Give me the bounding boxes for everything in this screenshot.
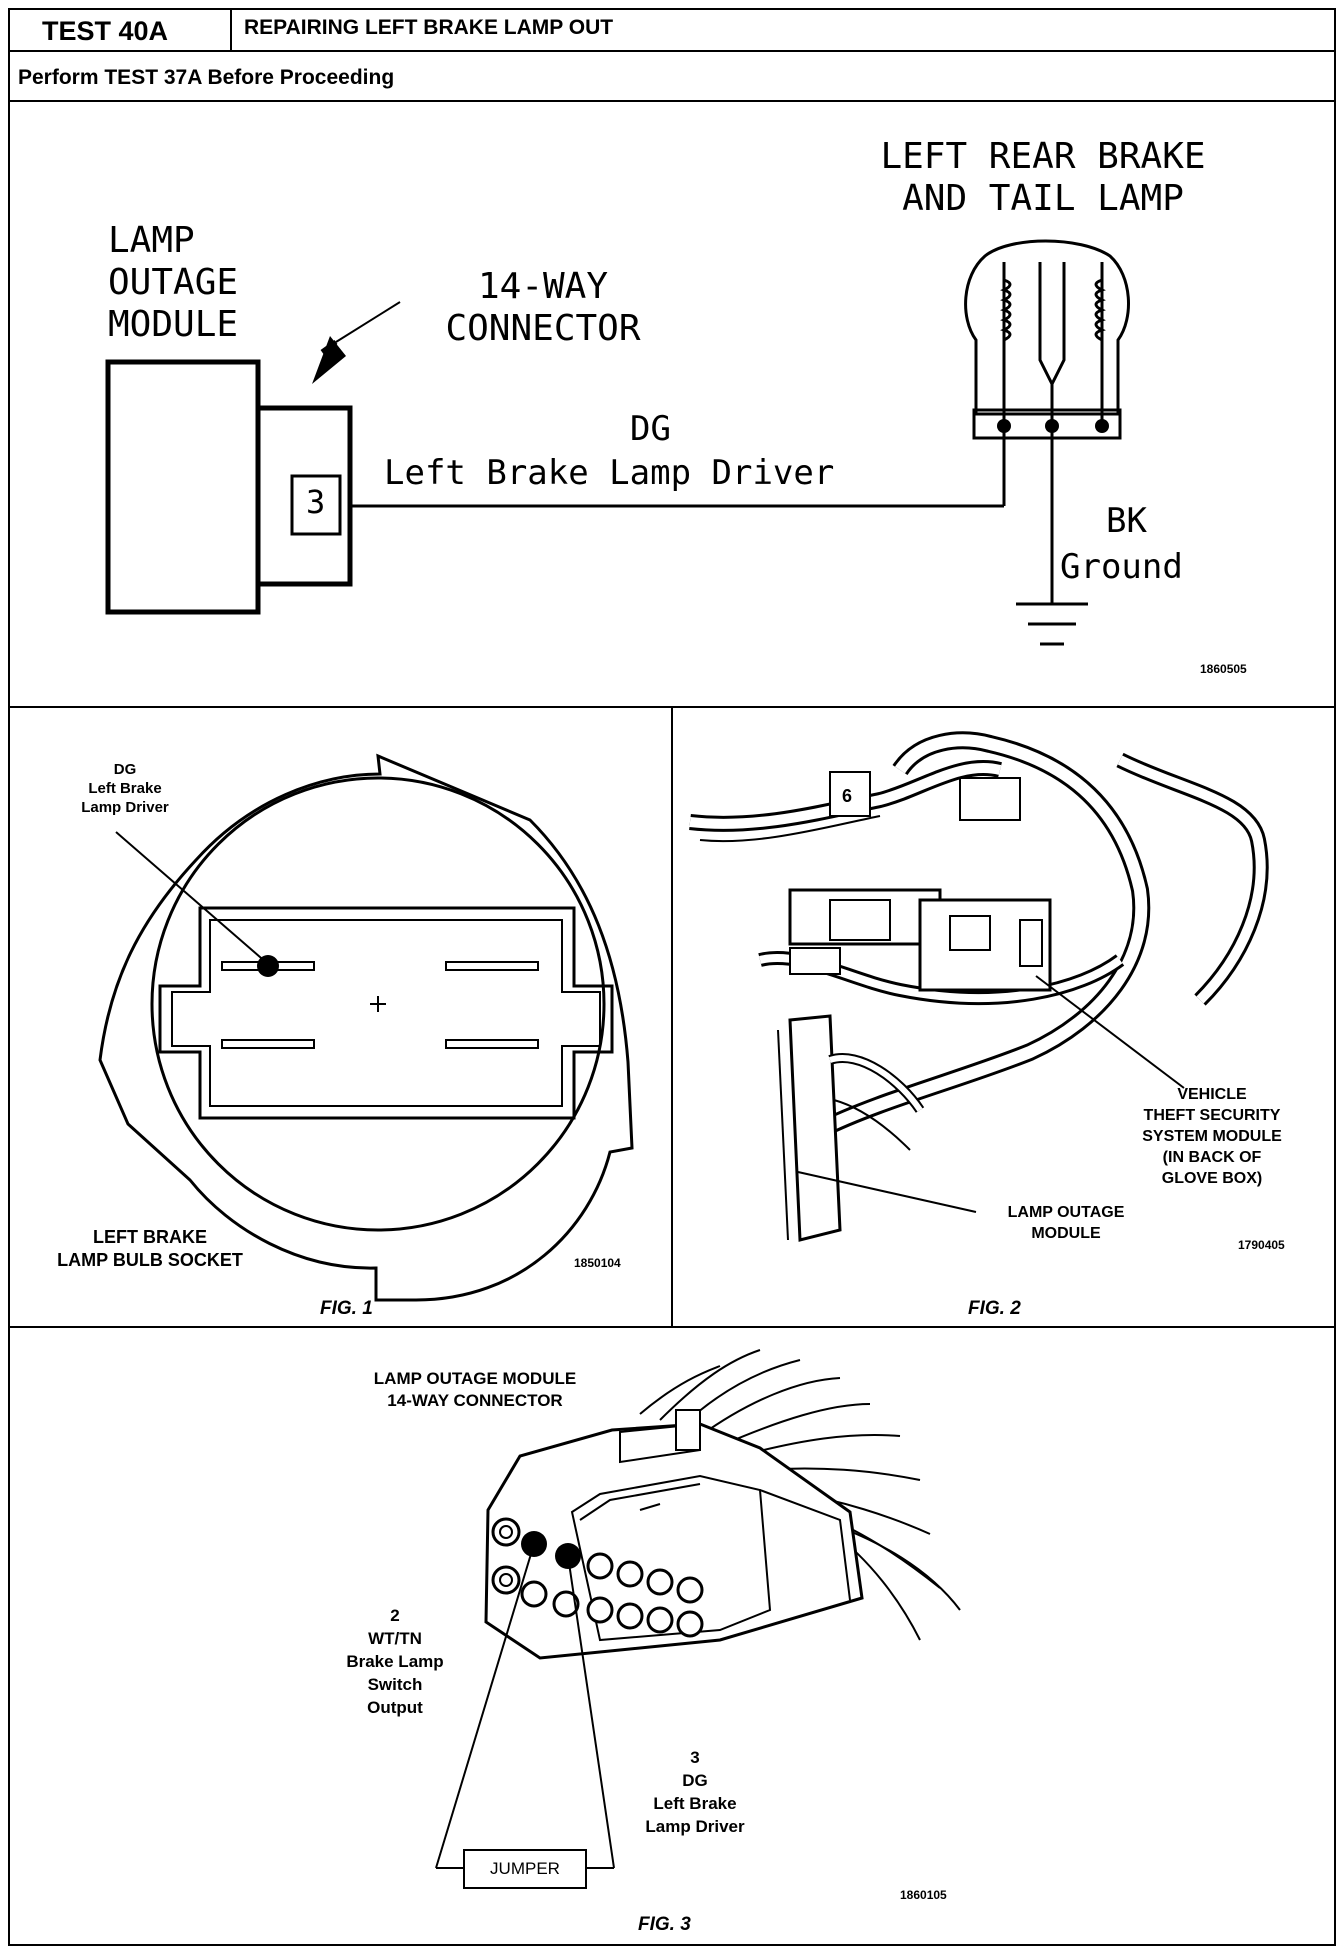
fig1-fig2-divider [671,706,673,1327]
jumper-box [463,1849,587,1889]
pin-number: 3 [306,483,326,521]
schematic-figure-id: 1860505 [1200,662,1247,676]
fig2-figure-id: 1790405 [1238,1238,1285,1252]
connector-body [255,405,353,587]
contact-top-right [445,961,539,971]
lamp-label: LEFT REAR BRAKE AND TAIL LAMP [880,136,1206,219]
lom-callout-line [797,1171,977,1213]
jumper-wire-pin2 [435,1543,535,1869]
socket-circle [150,776,606,1232]
fig2-caption: FIG. 2 [968,1298,1021,1319]
fig2-vtss-label: VEHICLE THEFT SECURITY SYSTEM MODULE (IN… [1142,1086,1282,1187]
left-filament-coil [1000,278,1012,342]
socket-outer-ring [98,753,634,1302]
fig1-caption: FIG. 1 [320,1298,373,1319]
wire-color: DG [630,409,671,449]
fig2-lom-label: LAMP OUTAGE MODULE [1007,1204,1125,1242]
pin-3-box [290,474,342,536]
jumper-label: JUMPER [490,1859,560,1878]
dg-terminal-dot [257,955,279,977]
connector-arrow [312,336,346,384]
header-divider [8,50,1336,52]
connector-latch [675,1409,701,1451]
fig1-socket-label: LEFT BRAKE LAMP BULB SOCKET [57,1227,243,1270]
lamp-outage-module-drawing [788,1014,842,1242]
fig1-figure-id: 1850104 [574,1256,621,1270]
page-frame [8,8,1336,1946]
test-id-divider [230,8,232,51]
fig1-wire-label: DG Left Brake Lamp Driver [81,761,169,816]
vtss-callout-line [1035,975,1185,1089]
figures-divider [8,1326,1336,1328]
fig3-pin2-label: 2 WT/TN Brake Lamp Switch Output [346,1606,444,1717]
prerequisite-note: Perform TEST 37A Before Proceeding [18,66,395,89]
fig3-caption: FIG. 3 [638,1914,691,1935]
fig3-connector-label: LAMP OUTAGE MODULE 14-WAY CONNECTOR [373,1369,577,1410]
connector-block-top [959,777,1021,821]
contact-bottom-right [445,1039,539,1049]
ground-color: BK [1106,501,1147,541]
bulb-slot [158,906,614,1120]
subheader-divider [8,100,1336,102]
wire-name: Left Brake Lamp Driver [384,453,835,493]
bulb-base [972,408,1122,440]
test-title: REPAIRING LEFT BRAKE LAMP OUT [244,16,614,39]
jumper-wire-pin3 [567,1555,615,1869]
connector-label: 14-WAY CONNECTOR [445,266,641,349]
fig3-pin3-label: 3 DG Left Brake Lamp Driver [645,1748,745,1836]
contact-bottom-left [221,1039,315,1049]
fig3-figure-id: 1860105 [900,1888,947,1902]
svg-text:6: 6 [842,786,852,806]
connector-block-6 [829,771,871,817]
right-filament-coil [1094,278,1106,342]
bulb-outline [964,239,1130,416]
test-id: TEST 40A [42,16,169,46]
module-label: LAMP OUTAGE MODULE [108,220,239,345]
ground-name: Ground [1060,547,1183,587]
small-connector [789,947,841,975]
